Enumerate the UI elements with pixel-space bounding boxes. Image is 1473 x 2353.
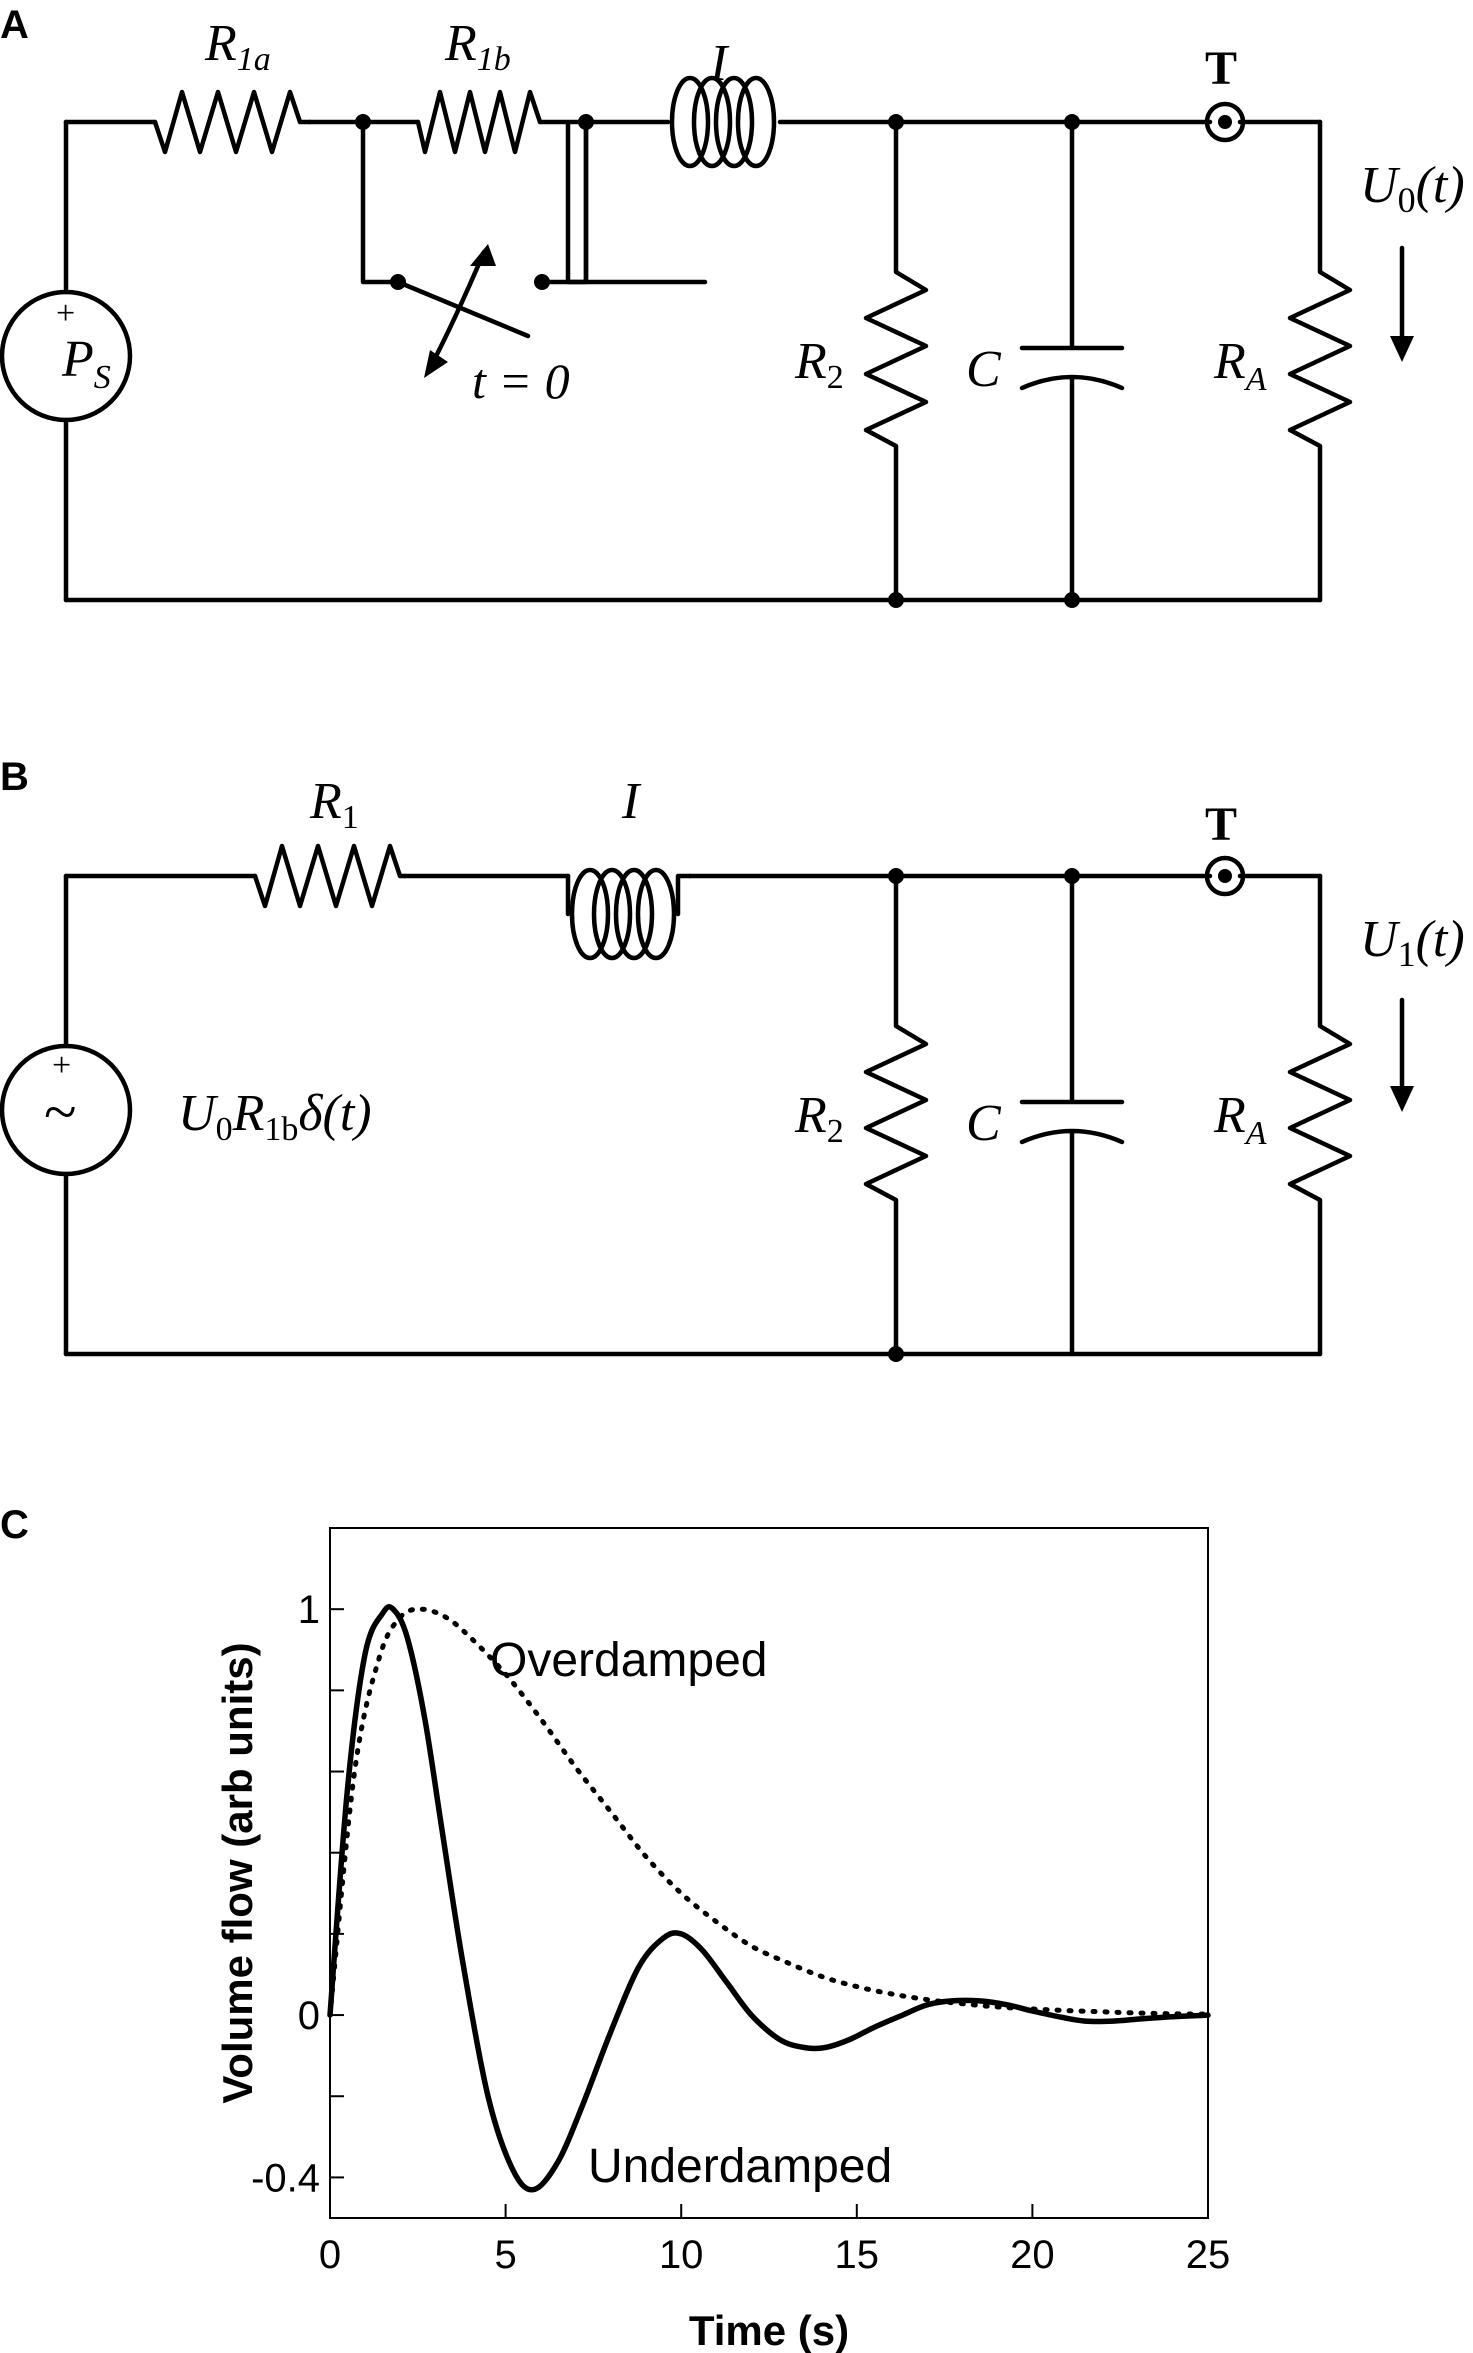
x-axis-label: Time (s): [689, 2307, 849, 2353]
label-ra-b: RA: [1213, 1087, 1267, 1152]
y-tick-label: -0.4: [251, 2156, 320, 2200]
pressure-source: [0, 289, 133, 423]
switch-arrowhead: [470, 244, 496, 266]
resistor-ra: [1287, 119, 1353, 603]
capacitor-c-b: [1019, 873, 1125, 1357]
plot-frame: [329, 1527, 1209, 2219]
x-tick-label: 10: [659, 2233, 704, 2277]
capacitor-c: [1019, 119, 1125, 603]
label-inductor: I: [709, 35, 730, 92]
impulse-source: [0, 1043, 133, 1177]
label-switch: t = 0: [472, 353, 570, 409]
inductor-i: [669, 75, 777, 169]
flow-arrowhead: [1390, 336, 1414, 362]
panel-a: A: [0, 3, 1465, 608]
switch-blade: [395, 279, 531, 339]
label-terminal-b: T: [1205, 798, 1237, 851]
panel-b: B R1 I T U1(t) + ~ U0R1bδ(t) R2 C: [0, 755, 1465, 1362]
label-ra: RA: [1213, 333, 1267, 398]
tilde-icon: ~: [44, 1079, 76, 1145]
x-tick-label: 25: [1186, 2233, 1231, 2277]
resistor-r1a: [152, 89, 313, 155]
panel-c-letter: C: [0, 1503, 29, 1547]
terminal-t: [1204, 101, 1246, 143]
label-inductor-b: I: [621, 773, 642, 830]
panel-b-letter: B: [0, 755, 29, 799]
annotation-underdamped: Underdamped: [588, 2140, 892, 2193]
panel-a-top-wire: [63, 119, 1323, 285]
flow-arrowhead: [1390, 1086, 1414, 1112]
label-r2-b: R2: [794, 1087, 844, 1150]
switch-contact: [534, 274, 550, 290]
annotation-overdamped: Overdamped: [490, 1634, 767, 1687]
source-plus: +: [56, 295, 75, 332]
source-plus-b: +: [52, 1047, 71, 1084]
x-tick-label: 0: [319, 2233, 341, 2277]
resistor-r1: [252, 843, 408, 909]
y-tick-label: 1: [298, 1588, 320, 1632]
resistor-r2: [863, 119, 929, 603]
label-cap-b: C: [966, 1095, 1002, 1152]
resistor-r1b: [415, 89, 543, 155]
label-impulse-source: U0R1bδ(t): [178, 1085, 372, 1148]
x-tick-label: 15: [835, 2233, 880, 2277]
label-r2: R2: [794, 333, 844, 396]
terminal-t-dot: [1218, 869, 1232, 883]
panel-a-letter: A: [0, 3, 29, 47]
chart-series: [327, 1603, 1211, 2193]
y-tick-label: 0: [298, 1994, 320, 2038]
switch-arrowhead: [424, 350, 448, 378]
inductor-i-b: [569, 867, 677, 961]
y-axis-label: Volume flow (arb units): [214, 1642, 261, 2103]
label-u0: U0(t): [1360, 157, 1465, 220]
label-r1a: R1a: [204, 15, 271, 78]
label-u1: U1(t): [1360, 911, 1465, 974]
label-r1b: R1b: [444, 15, 511, 78]
resistor-r2-b: [863, 873, 929, 1357]
terminal-t-dot: [1218, 115, 1232, 129]
bypass-wire: [360, 119, 589, 285]
series-line-overdamped: [327, 1606, 1211, 2018]
terminal-t-b: [1204, 855, 1246, 897]
resistor-ra-b: [1287, 873, 1353, 1357]
inductor-leads: [565, 873, 693, 917]
series-line-underdamped: [327, 1603, 1211, 2193]
x-tick-label: 20: [1010, 2233, 1055, 2277]
label-r1: R1: [309, 773, 359, 836]
label-cap: C: [966, 341, 1002, 398]
x-tick-label: 5: [494, 2233, 516, 2277]
label-ps: PS: [61, 331, 111, 396]
label-terminal: T: [1205, 42, 1237, 95]
switch-arc-arrow: [427, 249, 487, 371]
